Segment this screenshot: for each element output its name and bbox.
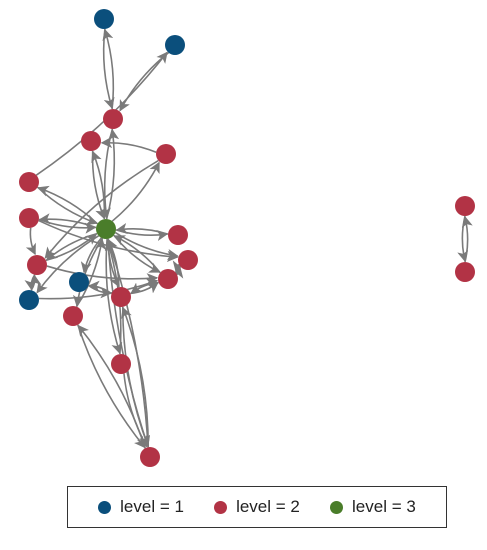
- legend-label: level = 1: [120, 497, 184, 516]
- legend-item-level-3: level = 3: [330, 497, 416, 517]
- legend-label: level = 2: [236, 497, 300, 516]
- edge-n7-n12: [80, 237, 103, 274]
- node-n2-level-1: [165, 35, 185, 55]
- edge-n16-n18: [77, 324, 146, 449]
- node-n5-level-2: [156, 144, 176, 164]
- edge-n13-n14: [38, 278, 159, 300]
- node-n18-level-2: [140, 447, 160, 467]
- edge-n10-n7: [45, 233, 98, 262]
- node-n14-level-2: [158, 269, 178, 289]
- legend-marker-icon: [98, 500, 112, 514]
- node-n3-level-2: [103, 109, 123, 129]
- edge-n9-n7: [115, 222, 169, 235]
- node-n15-level-2: [111, 287, 131, 307]
- edge-n8-n10: [25, 227, 36, 256]
- edge-n18-n7: [105, 238, 149, 448]
- node-n8-level-2: [19, 208, 39, 228]
- edge-n15-n12: [88, 280, 113, 295]
- edge-n10-n14: [46, 265, 159, 285]
- node-n13-level-1: [19, 290, 39, 310]
- legend-marker-icon: [214, 500, 228, 514]
- edge-n7-n4: [91, 150, 106, 220]
- edge-n2-n3: [119, 52, 170, 112]
- edge-n5-n4: [100, 136, 157, 154]
- edge-n7-n18: [107, 238, 151, 448]
- edge-n7-n3: [105, 128, 120, 220]
- legend-item-level-1: level = 1: [98, 497, 184, 517]
- node-n10-level-2: [27, 255, 47, 275]
- legend: level = 1 level = 2 level = 3: [67, 486, 447, 528]
- edge-n8-n11: [38, 219, 179, 262]
- edge-n14-n15: [130, 281, 159, 294]
- node-n12-level-1: [69, 272, 89, 292]
- edge-n6-n7: [36, 186, 98, 226]
- edge-n3-n1: [102, 28, 115, 110]
- edges-layer: [24, 28, 473, 449]
- node-n11-level-2: [178, 250, 198, 270]
- edge-m2-m1: [461, 215, 473, 263]
- legend-marker-icon: [330, 500, 344, 514]
- legend-label: level = 3: [352, 497, 416, 516]
- edge-n16-n7: [75, 238, 107, 308]
- node-n16-level-2: [63, 306, 83, 326]
- node-n17-level-2: [111, 354, 131, 374]
- edge-n7-n14: [113, 234, 161, 273]
- node-n7-level-3: [96, 219, 116, 239]
- node-m1-level-2: [455, 196, 475, 216]
- network-graph: [19, 9, 475, 467]
- node-n1-level-1: [94, 9, 114, 29]
- node-n4-level-2: [81, 131, 101, 151]
- node-n6-level-2: [19, 172, 39, 192]
- node-m2-level-2: [455, 262, 475, 282]
- edge-n17-n18: [123, 373, 148, 448]
- edge-n14-n11: [172, 266, 184, 279]
- edge-m1-m2: [457, 215, 469, 263]
- edge-n8-n7: [38, 218, 97, 234]
- edge-n7-n5: [111, 161, 160, 222]
- edge-n15-n18: [121, 306, 150, 448]
- nodes-layer: [19, 9, 475, 467]
- edge-n13-n10: [30, 274, 42, 291]
- node-n9-level-2: [168, 225, 188, 245]
- edge-n7-n6: [37, 185, 99, 225]
- edge-n6-n2: [35, 51, 168, 176]
- edge-n5-n10: [44, 159, 159, 259]
- edge-n18-n15: [121, 306, 150, 448]
- legend-item-level-2: level = 2: [214, 497, 300, 517]
